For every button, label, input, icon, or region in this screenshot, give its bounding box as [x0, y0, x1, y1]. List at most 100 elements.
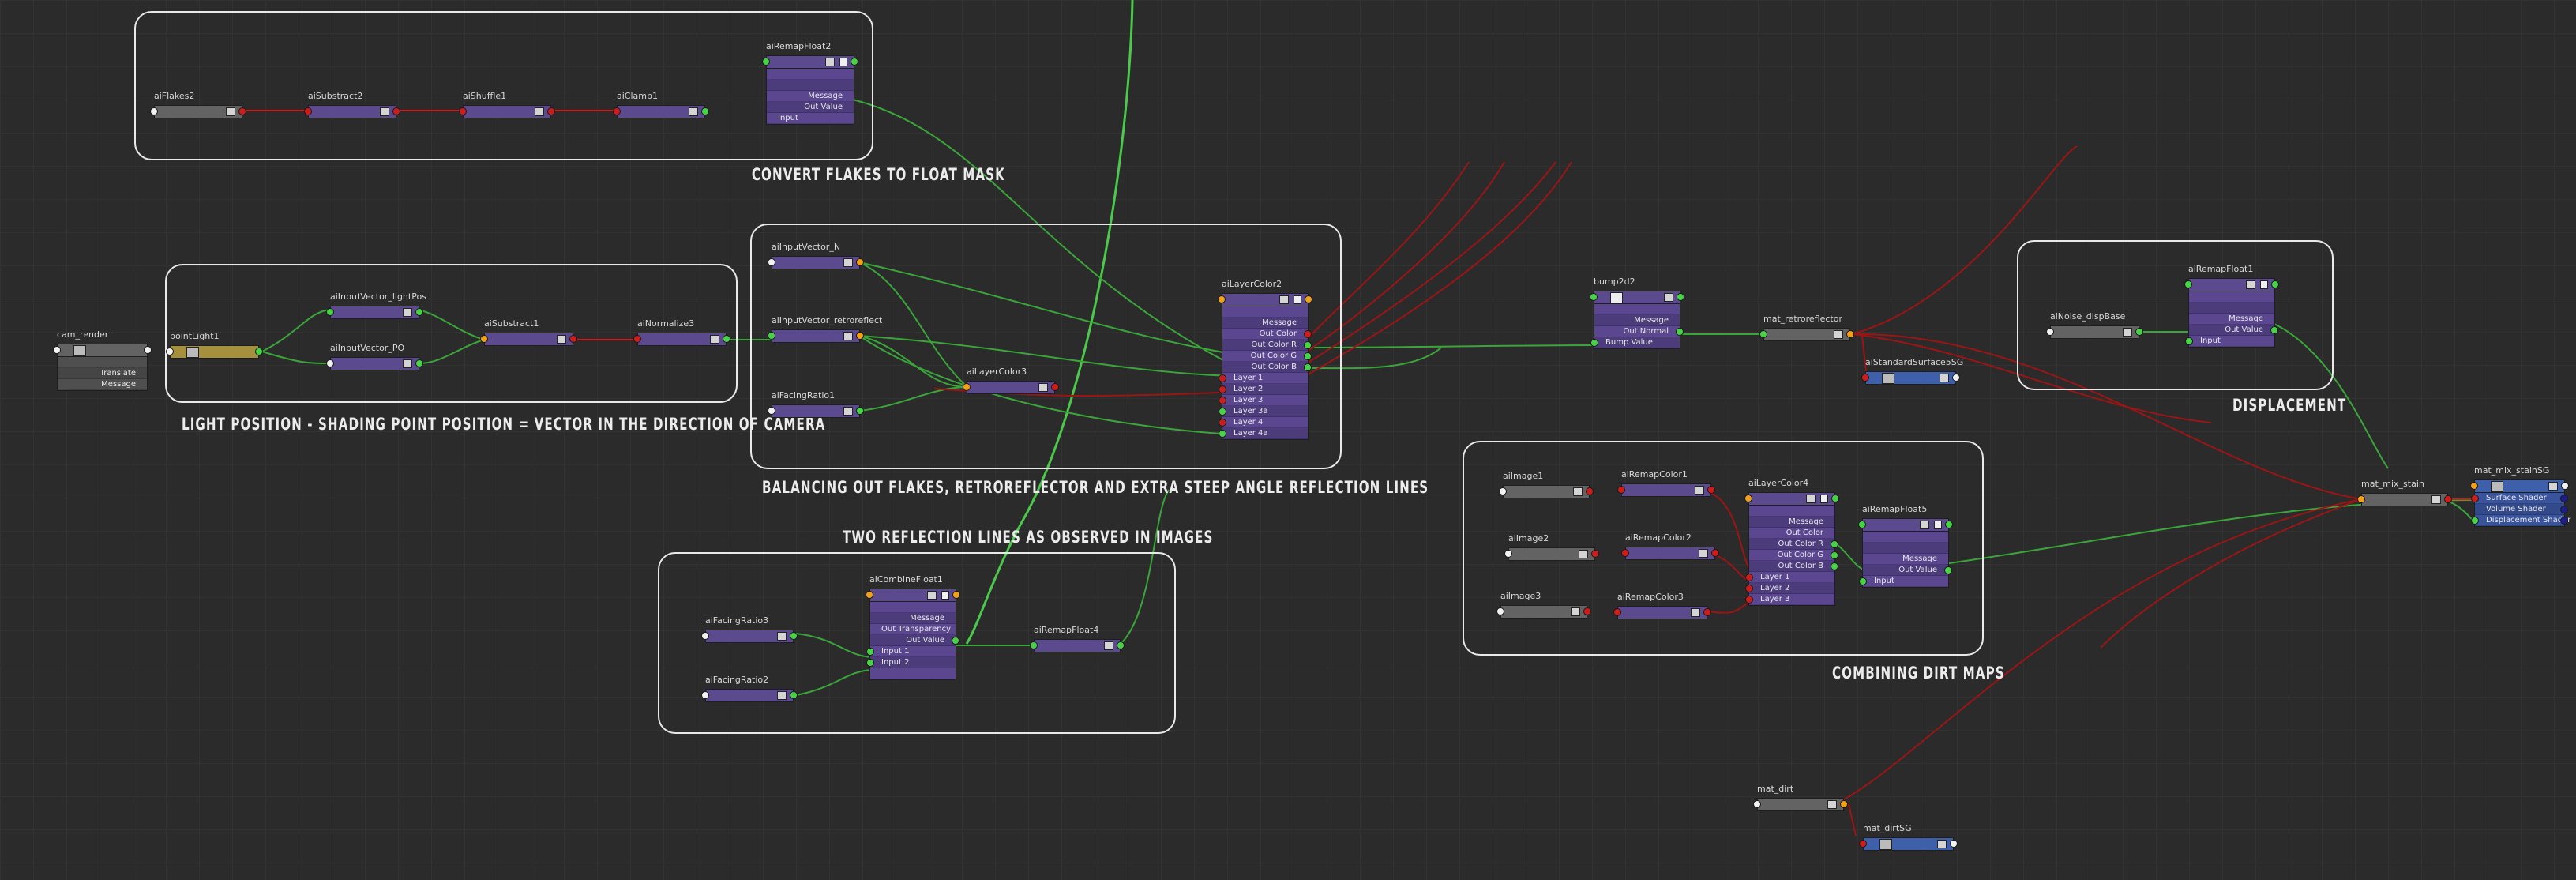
swatch-icon[interactable]: [689, 107, 698, 116]
attr-layer3[interactable]: Layer 3: [1219, 395, 1308, 406]
input-port[interactable]: [1858, 521, 1866, 528]
swatch-icon[interactable]: [1827, 800, 1837, 809]
output-port[interactable]: [723, 335, 730, 343]
attr-out-color-b[interactable]: Out Color B: [1749, 561, 1838, 572]
attr-out-color-g[interactable]: Out Color G: [1749, 550, 1838, 561]
attr-layer1[interactable]: Layer 1: [1745, 572, 1834, 583]
attr-message[interactable]: Message: [58, 379, 147, 390]
node-aiShuffle1[interactable]: aiShuffle1: [459, 91, 555, 118]
swatch-icon[interactable]: [403, 308, 412, 317]
swatch-icon[interactable]: [1937, 840, 1947, 848]
attr-message[interactable]: Message: [2189, 314, 2274, 325]
input-port[interactable]: [866, 591, 873, 599]
node-aiLayerColor4[interactable]: aiLayerColor4 Message Out Color Out Colo…: [1744, 478, 1839, 606]
output-port[interactable]: [1711, 549, 1719, 557]
output-port[interactable]: [1831, 495, 1839, 502]
swatch-icon[interactable]: [1664, 293, 1673, 302]
node-aiInputVector_PO[interactable]: aiInputVector_PO: [326, 343, 423, 370]
output-port[interactable]: [392, 107, 400, 115]
attr-out-value[interactable]: Out Value: [767, 102, 854, 113]
input-port[interactable]: [2184, 280, 2192, 288]
swatch-icon[interactable]: [2123, 328, 2132, 337]
node-aiSubstract1[interactable]: aiSubstract1: [480, 318, 577, 346]
input-port[interactable]: [459, 107, 467, 115]
attr-out-color-b[interactable]: Out Color B: [1222, 362, 1312, 373]
output-port[interactable]: [1586, 487, 1594, 495]
swatch-icon[interactable]: [1573, 487, 1583, 496]
attr-input[interactable]: Input: [767, 113, 854, 124]
input-port[interactable]: [1218, 295, 1226, 303]
output-port[interactable]: [1583, 607, 1591, 615]
input-port[interactable]: [768, 407, 775, 415]
attr-out-color-g[interactable]: Out Color G: [1222, 351, 1312, 362]
node-aiInputVector_lightPos[interactable]: aiInputVector_lightPos: [326, 291, 426, 319]
input-port[interactable]: [613, 107, 621, 115]
input-port[interactable]: [2470, 482, 2478, 490]
node-aiRemapColor3[interactable]: aiRemapColor3: [1613, 592, 1711, 619]
attr-bump-value[interactable]: Bump Value: [1590, 337, 1680, 348]
swatch-icon[interactable]: [777, 691, 787, 700]
attr-translate[interactable]: Translate: [58, 368, 147, 379]
input-port[interactable]: [1590, 293, 1598, 301]
input-port[interactable]: [150, 107, 158, 115]
swatch-icon[interactable]: [1571, 607, 1580, 616]
node-mat_dirtSG[interactable]: mat_dirtSG: [1859, 823, 1958, 851]
attr-layer1[interactable]: Layer 1: [1219, 373, 1308, 384]
output-port[interactable]: [856, 332, 864, 340]
attr-out-color-r[interactable]: Out Color R: [1749, 539, 1838, 550]
node-pointLight1[interactable]: pointLight1: [166, 331, 263, 359]
swatch-icon[interactable]: [380, 107, 389, 116]
input-port[interactable]: [701, 632, 709, 640]
node-aiRemapColor2[interactable]: aiRemapColor2: [1621, 532, 1719, 560]
input-port[interactable]: [1613, 608, 1621, 616]
swatch-icon[interactable]: [843, 258, 853, 267]
node-cam_render[interactable]: cam_render Translate Message: [53, 329, 152, 391]
output-port[interactable]: [1677, 293, 1684, 301]
swatch-icon[interactable]: [1920, 521, 1929, 529]
swatch-icon[interactable]: [403, 359, 412, 368]
swatch-icon[interactable]: [557, 335, 566, 344]
swatch-icon[interactable]: [1695, 486, 1704, 495]
attr-input1[interactable]: Input 1: [866, 646, 956, 657]
attr-message[interactable]: Message: [870, 613, 956, 624]
attr-displacement-shader[interactable]: Displacement Shader: [2471, 515, 2570, 526]
attr-input2[interactable]: Input 2: [866, 657, 956, 668]
attr-layer4[interactable]: Layer 4: [1219, 417, 1308, 428]
attr-out-value[interactable]: Out Value: [870, 635, 959, 646]
mode-icon[interactable]: [1820, 495, 1828, 503]
swatch-icon[interactable]: [226, 107, 235, 116]
node-bump2d2[interactable]: bump2d2 Message Out Normal Bump Value: [1590, 276, 1684, 349]
input-port[interactable]: [304, 107, 312, 115]
input-port[interactable]: [963, 383, 971, 391]
node-aiInputVector_retroreflect[interactable]: aiInputVector_retroreflect: [768, 315, 882, 343]
output-port[interactable]: [569, 335, 577, 343]
swatch-icon[interactable]: [1104, 641, 1113, 650]
node-aiFacingRatio2[interactable]: aiFacingRatio2: [701, 675, 798, 702]
node-aiRemapFloat4[interactable]: aiRemapFloat4: [1030, 625, 1125, 652]
output-port[interactable]: [1950, 840, 1958, 848]
swatch-icon[interactable]: [1699, 549, 1708, 558]
output-port[interactable]: [1846, 330, 1854, 338]
swatch-icon[interactable]: [1038, 383, 1048, 392]
output-port[interactable]: [144, 346, 152, 354]
mode-icon[interactable]: [1934, 521, 1942, 529]
output-port[interactable]: [1305, 295, 1312, 303]
swatch-icon[interactable]: [2431, 495, 2441, 504]
attr-layer2[interactable]: Layer 2: [1219, 384, 1308, 395]
mode-icon[interactable]: [941, 591, 949, 600]
output-port[interactable]: [415, 308, 423, 316]
swatch-icon[interactable]: [927, 591, 937, 600]
node-mat_mix_stainSG[interactable]: mat_mix_stainSG Surface Shader Volume Sh…: [2470, 465, 2570, 527]
attr-layer2[interactable]: Layer 2: [1745, 583, 1834, 594]
input-port[interactable]: [2357, 495, 2365, 503]
node-aiFacingRatio3[interactable]: aiFacingRatio3: [701, 615, 798, 643]
node-aiRemapColor1[interactable]: aiRemapColor1: [1617, 469, 1715, 497]
mode-icon[interactable]: [2260, 280, 2268, 289]
node-aiRemapFloat1[interactable]: aiRemapFloat1 Message Out Value Input: [2184, 264, 2279, 348]
output-port[interactable]: [547, 107, 555, 115]
output-port[interactable]: [2561, 482, 2569, 490]
output-port[interactable]: [1840, 800, 1848, 808]
output-port[interactable]: [1117, 641, 1125, 649]
attr-layer3a[interactable]: Layer 3a: [1219, 406, 1308, 417]
output-port[interactable]: [1051, 383, 1059, 391]
